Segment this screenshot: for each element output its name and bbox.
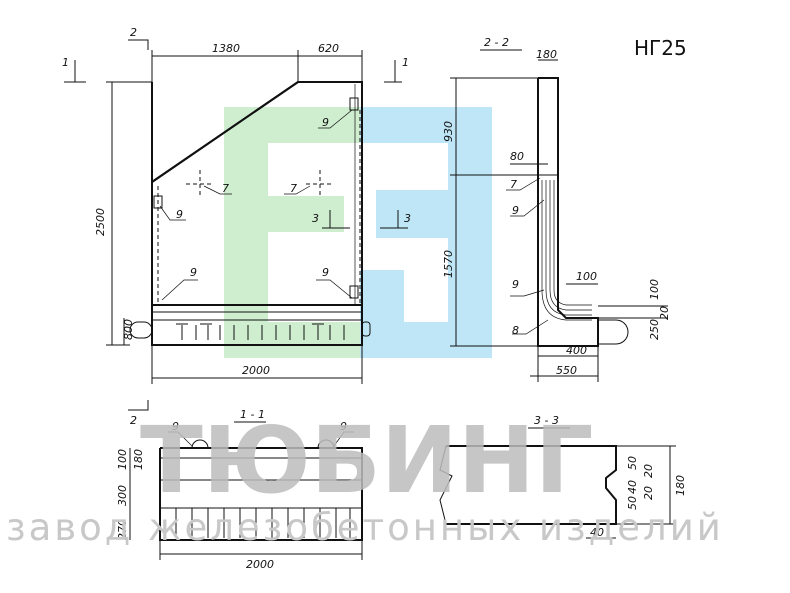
- dim-front-620: 620: [318, 42, 339, 55]
- dim-s33-50-top: 50: [626, 456, 639, 470]
- dim-side-80: 80: [510, 150, 524, 163]
- dim-s33-180: 180: [674, 475, 687, 496]
- embed-lowright: [349, 285, 359, 299]
- cut-2-bottom-label: 2: [130, 414, 137, 427]
- leader-7-left: [203, 185, 232, 195]
- dim-s33-40-bottom: 40: [590, 526, 604, 539]
- dim-s11-300: 300: [116, 485, 129, 506]
- cut-2-top-label: 2: [130, 26, 137, 39]
- dim-side-20: 20: [658, 306, 671, 320]
- leader-side-9a: [510, 199, 545, 217]
- dim-side-400: 400: [566, 344, 587, 357]
- logo-blue-bottom: [360, 322, 492, 358]
- dim-front-800: 800: [122, 319, 135, 340]
- section-1-1-loop-left: [191, 439, 209, 449]
- rebar-bend-4: [553, 180, 592, 306]
- logo-blue-top: [360, 107, 492, 143]
- logo-green-mid: [224, 196, 344, 232]
- centre-mark-left: [186, 170, 214, 198]
- cut-mark-2-bottom: [128, 400, 149, 411]
- section-3-3-break: [439, 445, 453, 525]
- front-slope: [151, 81, 299, 183]
- section-3-3-label: 3 - 3: [534, 414, 559, 427]
- callout-side-9a: 9: [512, 204, 519, 217]
- section-1-1-loop-right: [317, 439, 335, 449]
- section-2-2-label: 2 - 2: [484, 36, 509, 49]
- leader-s11-9-left: [168, 431, 193, 447]
- cut-3-left-label: 3: [312, 212, 319, 225]
- dim-side-250: 250: [648, 319, 661, 340]
- rebar-bend-3: [549, 180, 592, 311]
- dim-s11-2000: 2000: [246, 558, 274, 571]
- side-wall-outline: [537, 77, 599, 347]
- leader-side-7: [506, 177, 541, 191]
- lifting-loop-right: [361, 321, 371, 337]
- dim-side-180: 180: [536, 48, 557, 61]
- callout-side-9b: 9: [512, 278, 519, 291]
- watermark-brand: ТЮБИНГ: [140, 407, 594, 514]
- callout-9-lowright: 9: [322, 266, 329, 279]
- dim-side-930: 930: [442, 121, 455, 142]
- front-ribs: [176, 323, 345, 340]
- leader-s11-9-right: [333, 431, 354, 447]
- logo-green-top: [224, 107, 374, 143]
- leader-side-9b: [510, 289, 545, 297]
- dim-s33-20-top: 20: [642, 464, 655, 478]
- leader-9-topright: [318, 109, 353, 129]
- callout-side-8: 8: [512, 324, 519, 337]
- logo-green-bottom: [224, 322, 374, 358]
- callout-7-right: 7: [290, 182, 297, 195]
- dim-s33-50-bottom: 50: [626, 496, 639, 510]
- cut-mark-2-top: [128, 39, 149, 50]
- dim-side-550: 550: [556, 364, 577, 377]
- cut-1-right-label: 1: [402, 56, 409, 69]
- section-1-1-label: 1 - 1: [240, 408, 265, 421]
- section-3-3: 3 - 3 50 20 40 50 20 180 40: [439, 414, 687, 539]
- section-1-1: 1 - 1 9 9 100 180 300 270: [116, 408, 363, 571]
- callout-9-topright: 9: [322, 116, 329, 129]
- leader-9-lowleft: [161, 279, 198, 301]
- callout-9-lowleft: 9: [190, 266, 197, 279]
- cut-1-left-label: 1: [62, 56, 69, 69]
- section-1-1-ribs: [175, 508, 351, 538]
- embed-topright: [349, 97, 359, 111]
- dim-s11-100: 100: [116, 449, 129, 470]
- dim-s33-40: 40: [626, 480, 639, 494]
- callout-s11-9-right: 9: [340, 420, 347, 433]
- logo-blue-mid: [376, 190, 492, 238]
- drawing-code: НГ25: [634, 36, 687, 60]
- rebar-bend-2: [545, 180, 592, 316]
- callout-9-midleft: 9: [176, 208, 183, 221]
- dim-side-100-vertical: 100: [648, 279, 661, 300]
- leader-9-midleft: [159, 205, 186, 221]
- dim-front-2500: 2500: [94, 208, 107, 236]
- rebar-bend-1: [541, 180, 592, 321]
- leader-side-8: [512, 319, 549, 335]
- dim-s11-270: 270: [116, 519, 129, 540]
- dim-front-2000: 2000: [242, 364, 270, 377]
- embed-midleft: [153, 195, 163, 209]
- section-3-3-outline: [446, 445, 617, 525]
- side-view-2-2: 2 - 2 180 930 80 1570 100 100 20 250 400: [442, 36, 671, 382]
- front-view: 7 7 9 9 9 9 1380 620 2500 800 2000: [62, 26, 411, 427]
- dim-front-1380: 1380: [212, 42, 240, 55]
- leader-7-right: [284, 185, 311, 195]
- callout-s11-9-left: 9: [172, 420, 179, 433]
- centre-mark-right: [306, 170, 334, 198]
- dim-s33-20-bottom: 20: [642, 486, 655, 500]
- dim-side-1570: 1570: [442, 250, 455, 278]
- side-lifting-loop: [598, 319, 629, 345]
- watermark-tagline: завод железобетонных изделий: [6, 506, 724, 549]
- cut-3-right-label: 3: [404, 212, 411, 225]
- callout-7-left: 7: [222, 182, 229, 195]
- callout-side-7: 7: [510, 178, 517, 191]
- dim-side-100-horizontal: 100: [576, 270, 597, 283]
- lifting-loop-left: [129, 321, 153, 339]
- leader-9-lowright: [316, 279, 353, 299]
- dim-s11-180: 180: [132, 449, 145, 470]
- logo-watermark: [224, 107, 492, 358]
